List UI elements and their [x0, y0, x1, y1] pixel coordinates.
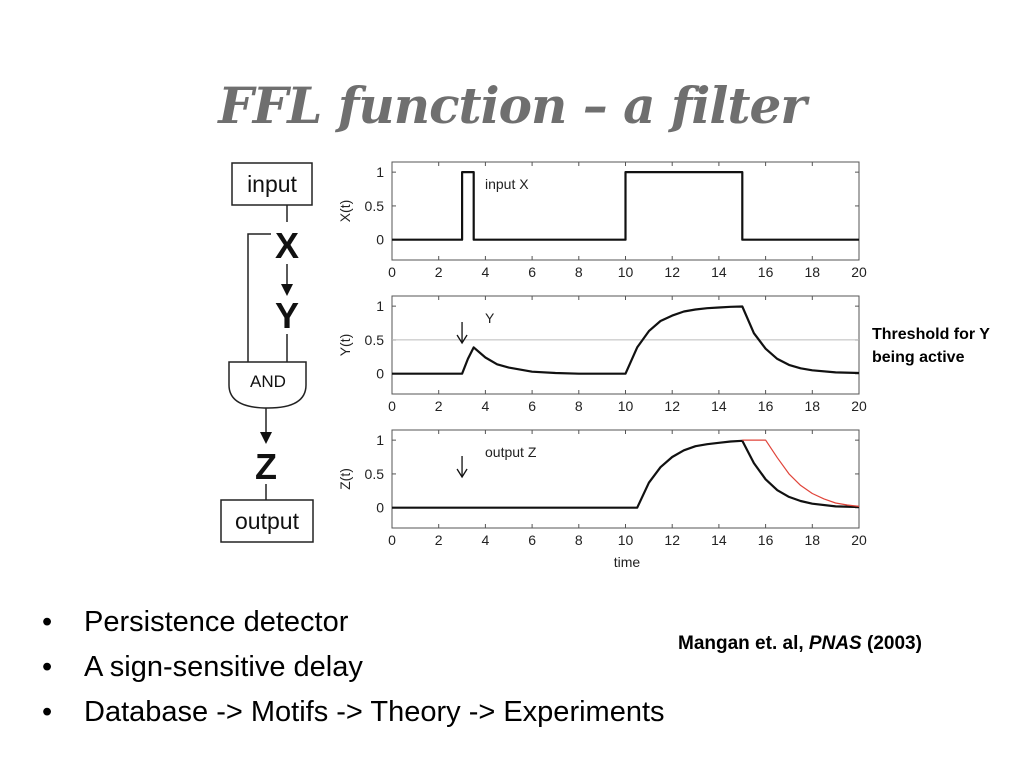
series-line: [392, 439, 860, 509]
x-tick-label: 14: [711, 398, 727, 414]
bullet-marker: •: [42, 606, 53, 638]
input-label: input: [247, 171, 297, 197]
plot-frame: [391, 295, 860, 395]
and-gate: [228, 361, 307, 409]
y-tick-label: 1: [376, 164, 384, 180]
bullet-marker: •: [42, 696, 53, 728]
citation: Mangan et. al, PNAS (2003): [678, 633, 922, 655]
series-annotation: Y: [485, 310, 495, 326]
y-tick-label: 0: [376, 232, 384, 248]
x-tick-label: 16: [758, 532, 774, 548]
y-tick-label: 0.5: [365, 198, 385, 214]
x-to-gate-edge: [247, 233, 271, 362]
y-tick-label: 0.5: [365, 332, 385, 348]
series-annotation: input X: [485, 176, 529, 192]
y-tick-label: 0: [376, 366, 384, 382]
ffl-diagram: input X Y AND Z output: [220, 162, 314, 543]
y-axis-label: Z(t): [337, 468, 353, 490]
x-tick-label: 8: [575, 532, 583, 548]
bullet-text: A sign-sensitive delay: [84, 651, 363, 683]
x-tick-label: 10: [618, 264, 634, 280]
slide-title: FFL function – a filter: [218, 76, 806, 135]
panel-x: 0 2 4 6 8 10 12 14 16 18 20 0 0.5 1X(t) input X: [337, 161, 867, 280]
citation-journal: PNAS: [808, 633, 862, 654]
x-tick-label: 18: [805, 398, 821, 414]
output-label: output: [235, 508, 300, 534]
and-gate-label: AND: [250, 372, 286, 391]
x-tick-label: 8: [575, 398, 583, 414]
bullet-text: Persistence detector: [84, 606, 349, 638]
panel-y: 0 2 4 6 8 10 12 14 16 18 20 0 0.5 1Y(t) Y: [337, 295, 867, 414]
x-tick-label: 6: [528, 398, 536, 414]
y-tick-label: 1: [376, 298, 384, 314]
x-tick-label: 18: [805, 264, 821, 280]
x-tick-label: 4: [482, 398, 490, 414]
x-tick-label: 12: [664, 398, 680, 414]
x-tick-label: 20: [851, 532, 867, 548]
x-tick-label: 14: [711, 264, 727, 280]
x-tick-label: 18: [805, 532, 821, 548]
bullet-item: • Persistence detector: [42, 600, 665, 645]
bullet-marker: •: [42, 651, 53, 683]
bullet-item: • A sign-sensitive delay: [42, 645, 665, 690]
x-tick-label: 14: [711, 532, 727, 548]
series-line: [392, 305, 860, 375]
y-axis-label: X(t): [337, 200, 353, 223]
y-axis-label: Y(t): [337, 334, 353, 357]
output-box: [220, 499, 314, 543]
x-tick-label: 4: [482, 264, 490, 280]
x-tick-label: 10: [618, 398, 634, 414]
x-tick-label: 2: [435, 398, 443, 414]
x-tick-label: 16: [758, 264, 774, 280]
series-line: [742, 439, 860, 507]
node-y: Y: [275, 295, 299, 336]
x-tick-label: 0: [388, 264, 396, 280]
series-annotation: output Z: [485, 444, 537, 460]
y-tick-label: 0: [376, 500, 384, 516]
x-tick-label: 8: [575, 264, 583, 280]
x-tick-label: 10: [618, 532, 634, 548]
x-tick-label: 12: [664, 532, 680, 548]
arrow-down-marker: [456, 334, 468, 345]
input-box: [231, 162, 313, 206]
panel-z: 0 2 4 6 8 10 12 14 16 18 20 0 0.5 1Z(t) output Z: [337, 429, 867, 548]
bullet-text: Database -> Motifs -> Theory -> Experime…: [84, 696, 665, 728]
x-tick-label: 16: [758, 398, 774, 414]
y-tick-label: 0.5: [365, 466, 385, 482]
citation-authors: Mangan et. al,: [678, 633, 804, 654]
series-line: [392, 171, 859, 241]
x-tick-label: 12: [664, 264, 680, 280]
node-x: X: [275, 225, 299, 266]
x-tick-label: 20: [851, 264, 867, 280]
plot-frame: [391, 429, 860, 529]
bullet-list: • Persistence detector • A sign-sensitive …: [42, 600, 665, 735]
x-tick-label: 20: [851, 398, 867, 414]
citation-year: (2003): [867, 633, 922, 654]
x-axis-label-time: time: [614, 554, 641, 570]
x-tick-label: 6: [528, 532, 536, 548]
x-tick-label: 0: [388, 532, 396, 548]
node-z: Z: [255, 446, 277, 487]
x-tick-label: 2: [435, 532, 443, 548]
x-tick-label: 4: [482, 532, 490, 548]
x-tick-label: 0: [388, 398, 396, 414]
y-tick-label: 1: [376, 432, 384, 448]
bullet-item: • Database -> Motifs -> Theory -> Experim…: [42, 690, 665, 735]
x-tick-label: 6: [528, 264, 536, 280]
arrow-down-marker: [456, 468, 468, 479]
x-tick-label: 2: [435, 264, 443, 280]
threshold-note: Threshold for Y being active: [872, 326, 990, 366]
